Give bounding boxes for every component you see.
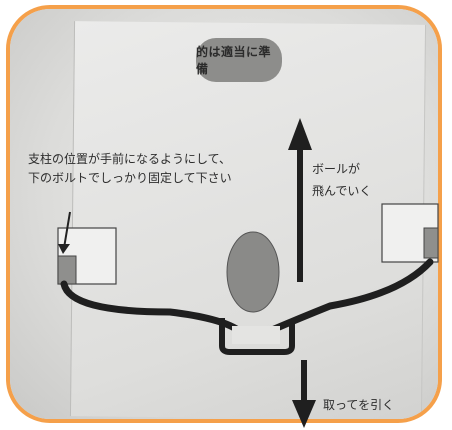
support-note-line1: 支柱の位置が手前になるようにして、 (28, 152, 232, 166)
pull-handle-label: 取ってを引く (323, 398, 395, 412)
ball-flies-line2: 飛んでいく (312, 184, 372, 198)
support-note: 支柱の位置が手前になるようにして、 下のボルトでしっかり固定して下さい (28, 150, 238, 188)
handle-inner (232, 326, 280, 344)
title-text: 的は適当に準備 (196, 45, 272, 76)
support-note-line2: 下のボルトでしっかり固定して下さい (28, 171, 232, 185)
pull-handle (219, 318, 295, 355)
ball-flies-label: ボールが 飛んでいく (312, 158, 371, 202)
left-bolt (57, 255, 77, 285)
title-pill: 的は適当に準備 (196, 38, 282, 82)
target-oval (226, 231, 280, 313)
bolt-pointer-head (58, 244, 70, 254)
up-arrow-head (288, 118, 312, 150)
bolt-pointer-line (63, 211, 71, 249)
ball-flies-line1: ボールが (312, 162, 361, 176)
right-bolt (423, 227, 439, 259)
down-arrow-head (292, 400, 316, 428)
